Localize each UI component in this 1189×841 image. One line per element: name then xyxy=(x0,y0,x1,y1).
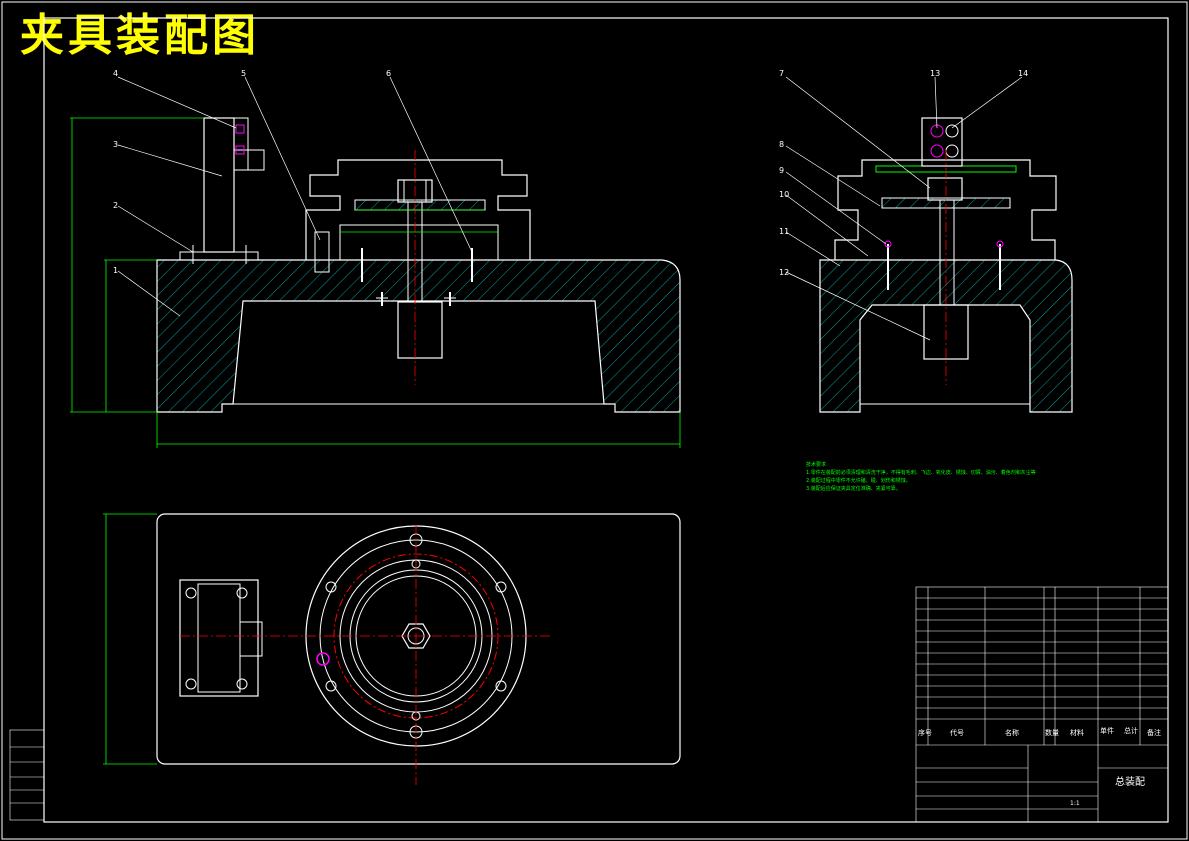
bom-header: 序号 xyxy=(918,728,932,737)
side-part-numbers: 7 13 14 8 9 10 11 12 xyxy=(779,69,1028,277)
bom-header: 名称 xyxy=(1005,728,1019,737)
part-label: 3 xyxy=(113,140,118,149)
tech-note-line: 1.零件在装配前必须清理和清洗干净，不得有毛刺、飞边、氧化皮、锈蚀、切屑、油污、… xyxy=(806,470,1036,476)
part-label: 9 xyxy=(779,166,784,175)
drawing-title: 夹具装配图 xyxy=(20,10,260,61)
part-label: 5 xyxy=(241,69,246,78)
base-body xyxy=(156,259,681,413)
fixture-housing xyxy=(305,159,531,260)
bom-header: 单件 xyxy=(1100,726,1114,735)
side-leaders xyxy=(785,76,1023,341)
side-view: 7 13 14 8 9 10 11 12 xyxy=(779,69,1073,413)
part-label: 7 xyxy=(779,69,784,78)
part-label: 6 xyxy=(386,69,391,78)
bom-header: 数量 xyxy=(1045,728,1059,737)
title-block-headers: 序号 代号 名称 数量 材料 单件 总计 备注 总装配 1:1 xyxy=(918,726,1161,807)
bom-header: 材料 xyxy=(1070,728,1084,737)
part-label: 10 xyxy=(779,190,789,199)
part-label: 11 xyxy=(779,227,789,236)
support-post xyxy=(203,117,235,253)
tech-notes-heading: 技术要求 xyxy=(806,462,827,468)
side-base-body xyxy=(819,259,1073,413)
top-view xyxy=(103,513,681,785)
part-label: 8 xyxy=(779,140,784,149)
part-label: 12 xyxy=(779,268,789,277)
sheet-border-inner xyxy=(43,17,1169,823)
tech-note-line: 3.装配后应保证夹具定位准确、夹紧可靠。 xyxy=(806,486,901,492)
part-label: 13 xyxy=(930,69,940,78)
bom-header: 备注 xyxy=(1147,728,1161,737)
part-label: 1 xyxy=(113,266,118,275)
drawing-scale: 1:1 xyxy=(1070,800,1080,807)
center-bushing xyxy=(397,301,443,359)
side-bushing xyxy=(923,304,969,360)
drawing-name: 总装配 xyxy=(1115,775,1145,788)
tech-note-line: 2.装配过程中零件不允许磕、碰、划伤和锈蚀。 xyxy=(806,478,911,484)
front-view: 4 5 6 3 2 1 xyxy=(70,69,681,448)
top-base-plate xyxy=(156,513,681,765)
front-leaders xyxy=(117,76,473,317)
front-part-numbers: 4 5 6 3 2 1 xyxy=(113,69,391,275)
front-dimensions xyxy=(70,117,681,448)
part-label: 4 xyxy=(113,69,118,78)
bom-header: 总计 xyxy=(1124,726,1138,735)
bom-header: 代号 xyxy=(950,728,964,737)
margin-table xyxy=(9,729,45,821)
part-label: 2 xyxy=(113,201,118,210)
part-label: 14 xyxy=(1018,69,1028,78)
technical-requirements: 技术要求 1.零件在装配前必须清理和清洗干净，不得有毛刺、飞边、氧化皮、锈蚀、切… xyxy=(806,461,1036,493)
title-block xyxy=(915,586,1169,823)
